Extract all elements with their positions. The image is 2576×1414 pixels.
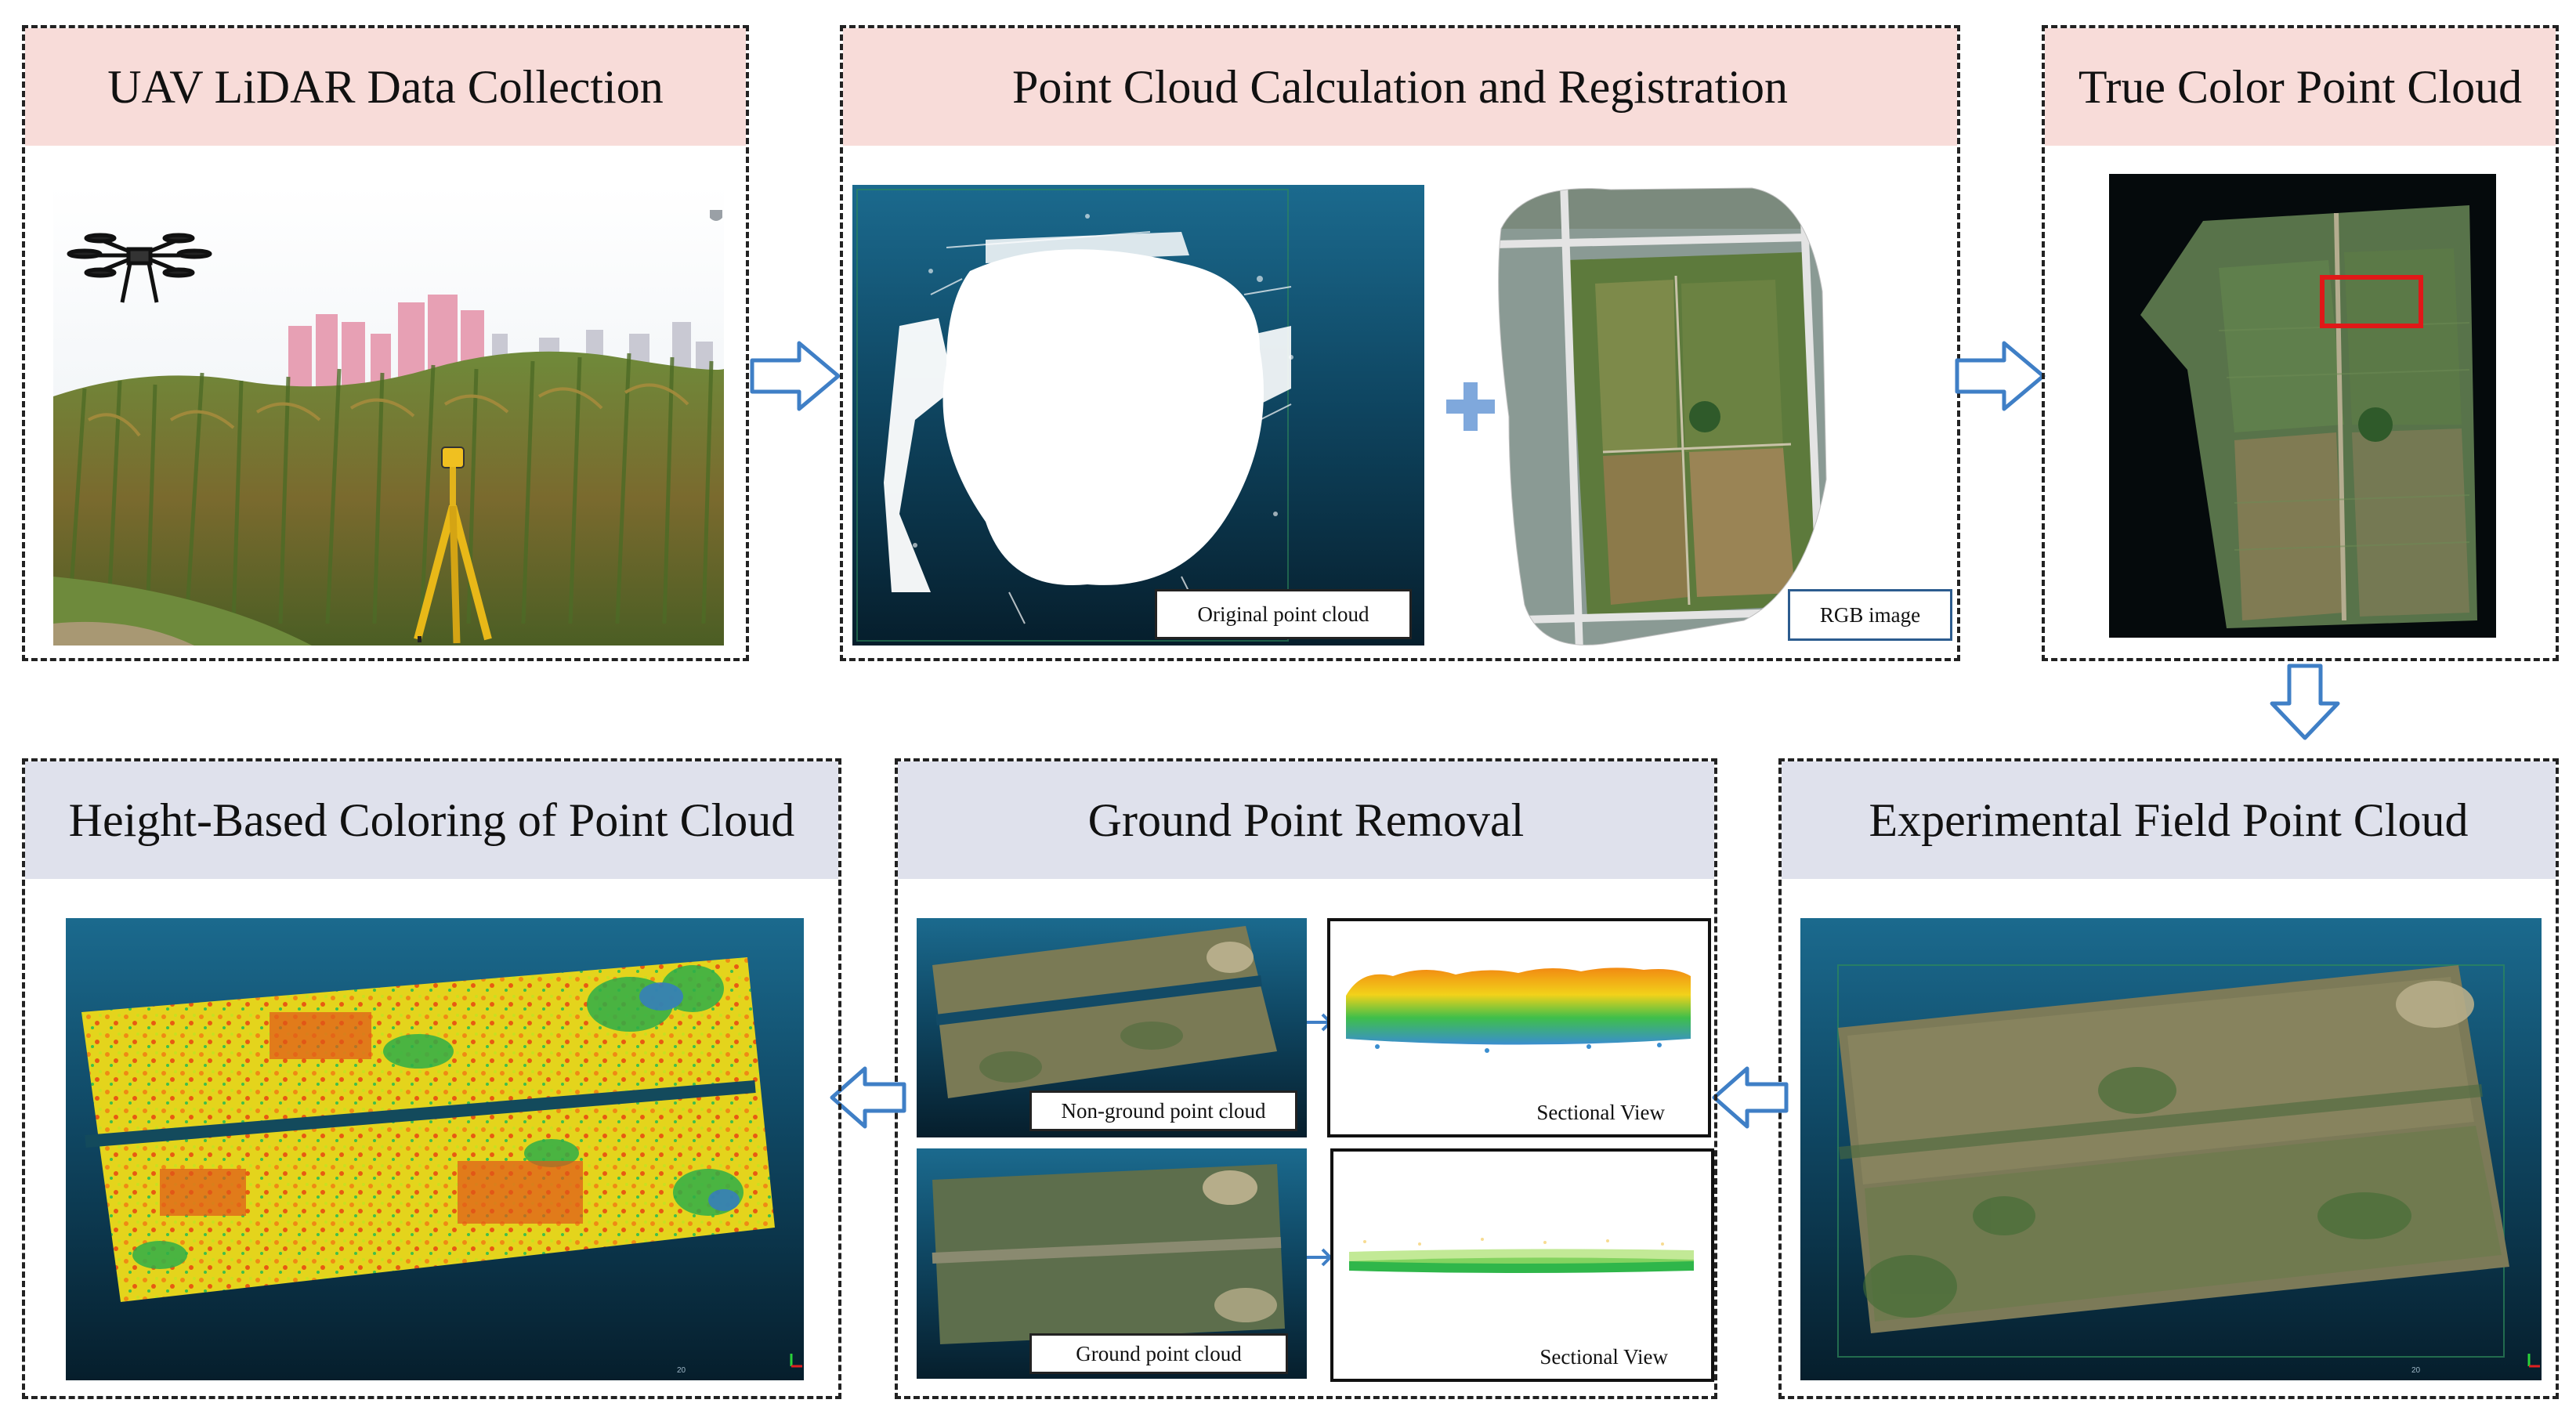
- field-photo: [53, 185, 724, 646]
- non-ground-point-cloud-view: Non-ground point cloud: [917, 918, 1307, 1137]
- panel-title: Experimental Field Point Cloud: [1782, 761, 2556, 879]
- block-arrow-right-icon: [749, 337, 843, 415]
- panel-title: Point Cloud Calculation and Registration: [843, 28, 1957, 146]
- panel-uav-lidar-data-collection: UAV LiDAR Data Collection: [22, 25, 749, 661]
- sectional-view-label: Sectional View: [1539, 1345, 1668, 1369]
- panel-title: Height-Based Coloring of Point Cloud: [25, 761, 838, 879]
- panel-title: Ground Point Removal: [898, 761, 1714, 879]
- drone-icon: [67, 233, 212, 303]
- block-arrow-right-icon: [1954, 337, 2048, 415]
- experimental-field-view: 20: [1800, 918, 2542, 1380]
- original-point-cloud-view: 200 Original point cloud: [852, 185, 1424, 646]
- scale-label: 20: [2411, 1366, 2421, 1375]
- region-of-interest-box: [2320, 275, 2423, 328]
- plus-icon: [1443, 379, 1498, 434]
- ground-point-cloud-view: Ground point cloud: [917, 1148, 1307, 1379]
- panel-true-color-point-cloud: True Color Point Cloud: [2042, 25, 2559, 661]
- panel-experimental-field-point-cloud: Experimental Field Point Cloud 20: [1778, 758, 2559, 1399]
- true-color-point-cloud-view: [2109, 174, 2496, 638]
- rgb-orthophoto: [1493, 182, 1846, 652]
- block-arrow-left-icon: [829, 1062, 907, 1133]
- height-colored-point-cloud-view: 20: [66, 918, 804, 1380]
- sectional-view-ground: Sectional View: [1330, 1148, 1714, 1382]
- block-arrow-down-icon: [2266, 663, 2344, 741]
- ground-point-cloud-label: Ground point cloud: [1029, 1333, 1288, 1374]
- panel-title: UAV LiDAR Data Collection: [25, 28, 746, 146]
- sectional-view-non-ground: Sectional View: [1327, 918, 1711, 1137]
- scale-label: 20: [677, 1366, 686, 1375]
- panel-title: True Color Point Cloud: [2045, 28, 2556, 146]
- panel-ground-point-removal: Ground Point Removal Non-ground point cl…: [895, 758, 1717, 1399]
- panel-point-cloud-calculation-registration: Point Cloud Calculation and Registration…: [840, 25, 1960, 661]
- shield-icon: [710, 210, 722, 221]
- block-arrow-left-icon: [1711, 1062, 1789, 1133]
- original-point-cloud-label: Original point cloud: [1155, 589, 1412, 639]
- panel-height-based-coloring: Height-Based Coloring of Point Cloud: [22, 758, 841, 1399]
- tripod-icon: [414, 447, 492, 644]
- sectional-view-label: Sectional View: [1536, 1101, 1665, 1124]
- rgb-image-label: RGB image: [1788, 589, 1952, 641]
- non-ground-point-cloud-label: Non-ground point cloud: [1029, 1090, 1297, 1131]
